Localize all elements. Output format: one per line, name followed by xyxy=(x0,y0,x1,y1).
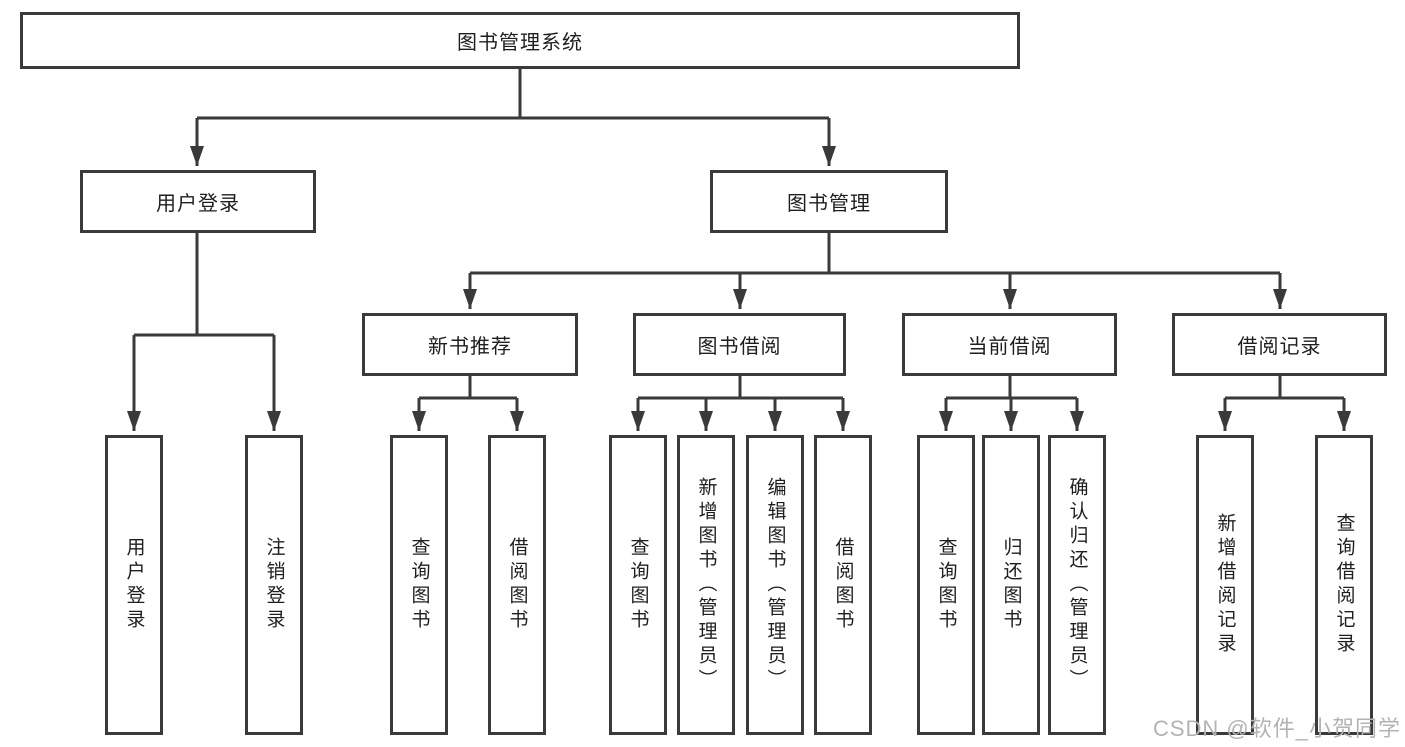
leaf-bb-edit-books-admin: 编辑图书（管理员） xyxy=(746,435,804,735)
leaf-bb-add-books-admin: 新增图书（管理员） xyxy=(677,435,735,735)
node-book-management: 图书管理 xyxy=(710,170,948,233)
node-library-management-system: 图书管理系统 xyxy=(20,12,1020,69)
leaf-nbr-borrow-books: 借阅图书 xyxy=(488,435,546,735)
leaf-br-add-record: 新增借阅记录 xyxy=(1196,435,1254,735)
leaf-logout-login: 注销登录 xyxy=(245,435,303,735)
leaf-bb-borrow-books: 借阅图书 xyxy=(814,435,872,735)
csdn-watermark: CSDN @软件_小贺同学 xyxy=(1152,716,1401,741)
leaf-br-query-record: 查询借阅记录 xyxy=(1315,435,1373,735)
node-user-login: 用户登录 xyxy=(80,170,316,233)
leaf-cb-query-books: 查询图书 xyxy=(917,435,975,735)
leaf-cb-return-books: 归还图书 xyxy=(982,435,1040,735)
leaf-cb-confirm-return-admin: 确认归还（管理员） xyxy=(1048,435,1106,735)
node-current-borrowing: 当前借阅 xyxy=(902,313,1117,376)
leaf-user-login: 用户登录 xyxy=(105,435,163,735)
node-borrow-records: 借阅记录 xyxy=(1172,313,1387,376)
leaf-bb-query-books: 查询图书 xyxy=(609,435,667,735)
node-book-borrowing: 图书借阅 xyxy=(633,313,846,376)
leaf-nbr-query-books: 查询图书 xyxy=(390,435,448,735)
node-new-book-recommend: 新书推荐 xyxy=(362,313,578,376)
